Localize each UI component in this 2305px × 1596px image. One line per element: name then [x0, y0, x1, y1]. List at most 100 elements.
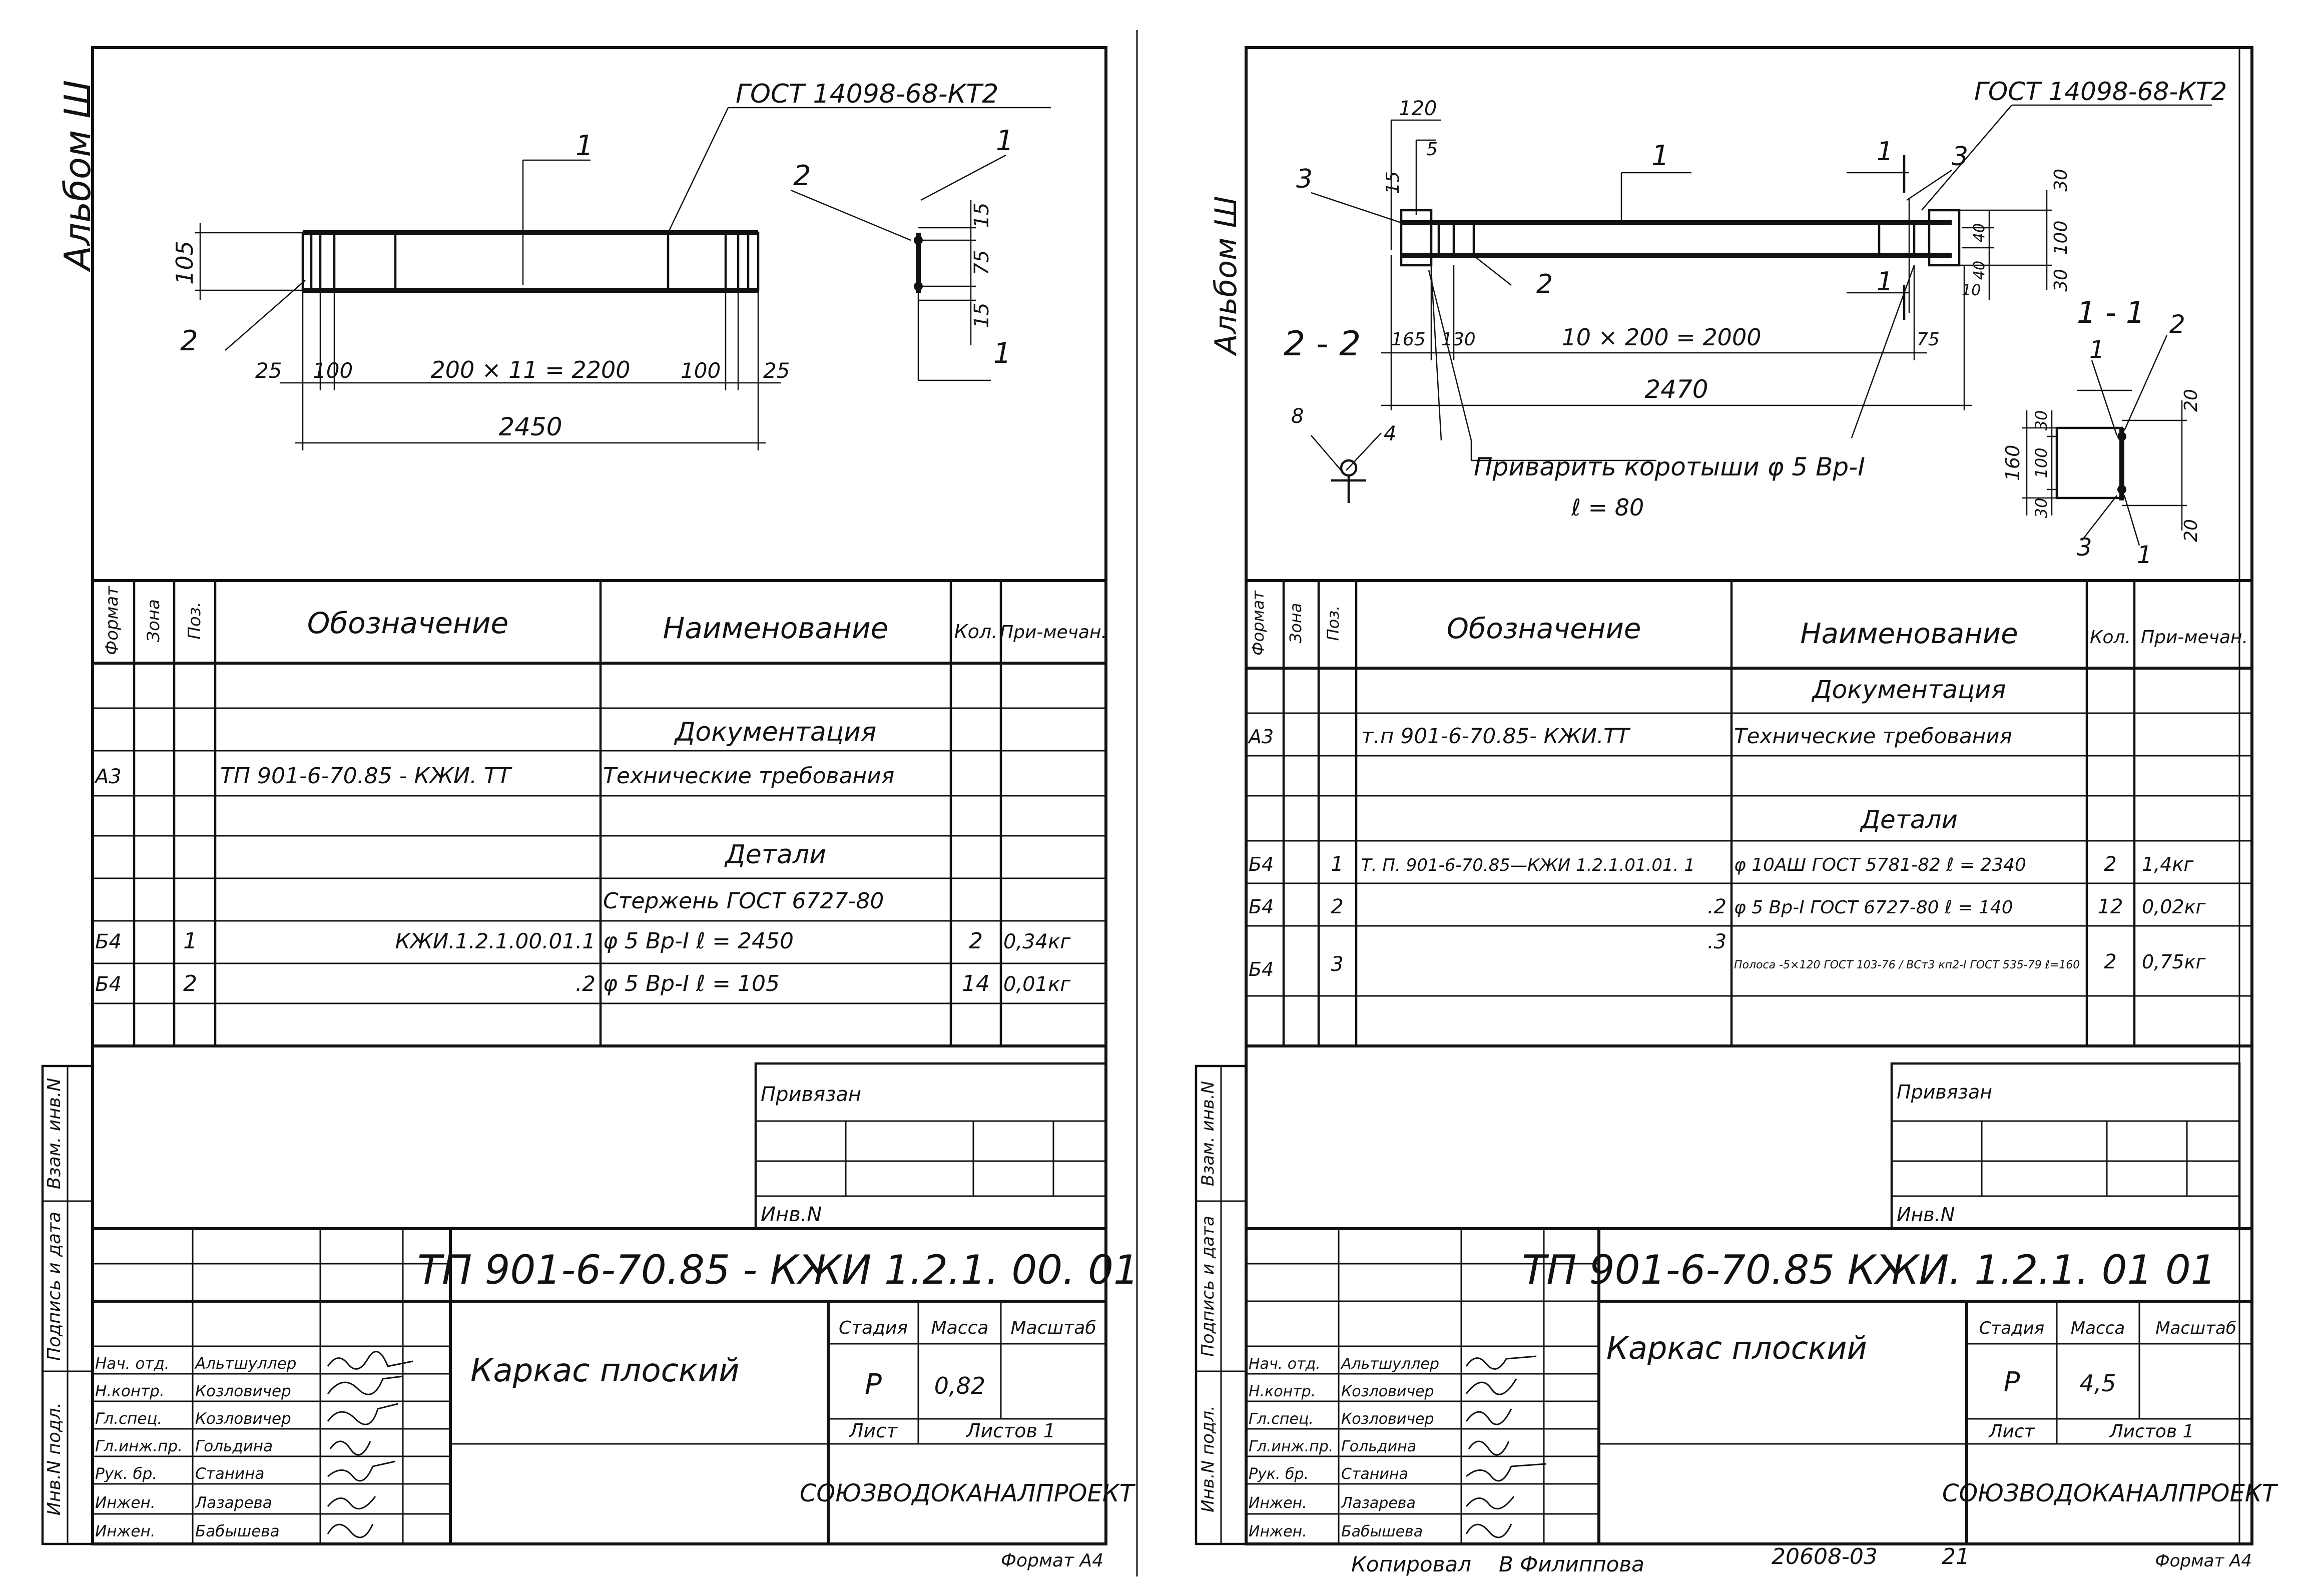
left-row-4-qty: 2: [969, 928, 983, 954]
right-dim-120: 120: [1399, 97, 1437, 120]
left-sheet-label: Лист: [848, 1420, 898, 1442]
left-inv-n: Инв.N: [761, 1203, 822, 1226]
left-gost: ГОСТ 14098-68-КТ2: [736, 79, 998, 109]
right-hdr-note: При-мечан.: [2141, 627, 2248, 648]
left-stage-label: Стадия: [839, 1318, 908, 1338]
right-section-1-1-label: 1 - 1: [2077, 295, 2145, 330]
right-drawing: ГОСТ 14098-68-КТ2 120 5 15 3 1 1 3 2 1 3…: [1284, 77, 2227, 569]
right-dim-8: 8: [1291, 405, 1304, 428]
right-dim-4: 4: [1384, 422, 1396, 445]
right-hdr-zone: Зона: [1286, 603, 1305, 644]
right-s-dim-20a: 20: [2181, 389, 2201, 412]
right-side-label-2: Взам. инв.N: [1198, 1081, 1218, 1186]
right-signer-3-name: Гольдина: [1341, 1438, 1416, 1455]
left-row-4-note: 0,34кг: [1003, 930, 1071, 953]
right-row-1-designation: т.п 901-6-70.85- КЖИ.ТТ: [1361, 724, 1631, 748]
left-dim-mid: 200 × 11 = 2200: [431, 356, 631, 383]
left-dim-25a: 25: [255, 358, 282, 383]
right-dim-40a: 40: [1971, 223, 1988, 242]
right-signer-3-role: Гл.инж.пр.: [1249, 1438, 1333, 1455]
left-row-4-format: Б4: [95, 930, 122, 953]
left-dim-75: 75: [970, 250, 993, 276]
left-sheet: Альбом Ш: [41, 46, 1139, 1571]
left-row-5-name: φ 5 Вр-I ℓ = 105: [603, 971, 780, 996]
right-row-5-pos: 3: [1331, 953, 1343, 976]
left-doc-code: ТП 901-6-70.85 - КЖИ 1.2.1. 00. 01: [417, 1247, 1139, 1293]
right-pos-3a: 3: [1296, 164, 1313, 194]
left-hdr-designation: Обозначение: [307, 606, 508, 640]
left-signer-4-role: Рук. бр.: [95, 1465, 157, 1483]
left-row-1-designation: ТП 901-6-70.85 - КЖИ. ТТ: [220, 763, 512, 789]
right-row-3-note: 1,4кг: [2142, 853, 2194, 875]
footer-number: 20608-03: [1772, 1544, 1878, 1569]
left-org: СОЮЗВОДОКАНАЛПРОЕКТ: [800, 1479, 1136, 1507]
right-signer-2-role: Гл.спец.: [1249, 1410, 1314, 1428]
right-signer-1-role: Н.контр.: [1249, 1383, 1316, 1400]
right-weld-len: ℓ = 80: [1571, 494, 1644, 521]
left-row-5-note: 0,01кг: [1003, 973, 1071, 996]
left-signer-5-name: Лазарева: [195, 1494, 272, 1512]
left-hdr-format: Формат: [102, 586, 122, 655]
right-mass-label: Масса: [2071, 1318, 2125, 1338]
left-dim-25b: 25: [763, 358, 790, 383]
left-row-0-name: Документация: [674, 717, 876, 747]
right-s-pos-1: 1: [2089, 336, 2105, 364]
right-title: Каркас плоский: [1606, 1330, 1867, 1366]
right-row-3-pos: 1: [1331, 853, 1343, 876]
left-spec-rows: Документация А3 ТП 901-6-70.85 - КЖИ. ТТ…: [94, 717, 1071, 996]
right-sheet-label: Лист: [1988, 1421, 2035, 1442]
left-dim-total: 2450: [498, 412, 562, 441]
right-dim-total: 2470: [1644, 375, 1708, 404]
right-sheet: Альбом Ш: [1195, 46, 2278, 1571]
right-stage-label: Стадия: [1979, 1318, 2044, 1338]
left-dim-15a: 15: [970, 203, 993, 228]
right-dim-30a: 30: [2051, 169, 2071, 192]
right-row-4-qty: 12: [2098, 895, 2123, 918]
right-s-dim-100: 100: [2032, 447, 2051, 478]
right-s-pos-1b: 1: [2137, 541, 2152, 569]
left-album-label: Альбом Ш: [57, 80, 99, 272]
right-org: СОЮЗВОДОКАНАЛПРОЕКТ: [1942, 1479, 2278, 1507]
left-signer-2-role: Гл.спец.: [95, 1410, 162, 1428]
copy-footer: Копировал В Филиппова 20608-03 21: [1351, 1544, 1970, 1576]
right-signer-0-role: Нач. отд.: [1249, 1355, 1321, 1373]
right-weld-sketch: [1311, 432, 1382, 503]
right-stage: Р: [2004, 1366, 2020, 1398]
right-signer-6-name: Бабышева: [1341, 1523, 1423, 1540]
left-row-5-qty: 14: [962, 971, 990, 996]
right-dim-mid: 10 × 200 = 2000: [1562, 324, 1762, 351]
left-signer-1-role: Н.контр.: [95, 1382, 165, 1400]
right-s-dim-30a: 30: [2032, 410, 2051, 431]
right-hdr-format: Формат: [1249, 590, 1268, 656]
left-signer-6-role: Инжен.: [95, 1522, 156, 1540]
right-section-2-2: 2 - 2: [1284, 324, 1361, 364]
right-hdr-designation: Обозначение: [1447, 613, 1641, 645]
right-weld-note: Приварить коротыши φ 5 Вр-I: [1474, 452, 1865, 481]
left-spec-table: Формат Зона Поз. Обозначение Наименовани…: [93, 579, 1107, 1047]
right-dim-75: 75: [1917, 329, 1940, 350]
left-sheets-label: Листов 1: [965, 1420, 1055, 1442]
right-row-5-note: 0,75кг: [2142, 951, 2206, 973]
left-side-label-2: Взам. инв.N: [44, 1078, 65, 1189]
right-title-block: ТП 901-6-70.85 КЖИ. 1.2.1. 01 01 Каркас …: [1246, 1227, 2278, 1544]
right-row-3-designation: Т. П. 901-6-70.85—КЖИ 1.2.1.01.01. 1: [1361, 855, 1695, 875]
right-signer-6-role: Инжен.: [1249, 1523, 1307, 1540]
right-row-4-pos: 2: [1331, 895, 1343, 918]
left-signer-2-name: Козловичер: [195, 1410, 291, 1428]
left-frame-outline: [301, 231, 760, 292]
right-mass: 4,5: [2079, 1370, 2116, 1397]
right-row-5-qty: 2: [2104, 950, 2116, 973]
left-title: Каркас плоский: [470, 1352, 740, 1389]
right-dim-40b: 40: [1971, 261, 1988, 280]
right-row-1-name: Технические требования: [1734, 724, 2012, 748]
right-row-2-name: Детали: [1860, 805, 1958, 834]
right-s-dim-30b: 30: [2032, 498, 2051, 518]
right-section-1-1: [2022, 335, 2187, 546]
left-dim-100b: 100: [681, 358, 721, 383]
left-row-3-name: Стержень ГОСТ 6727-80: [603, 888, 884, 914]
right-signer-2-name: Козловичер: [1341, 1410, 1434, 1428]
right-s-dim-20b: 20: [2181, 519, 2201, 542]
right-row-4-name: φ 5 Вр-I ГОСТ 6727-80 ℓ = 140: [1734, 897, 2013, 918]
right-sheets-label: Листов 1: [2109, 1421, 2194, 1442]
right-pos-1a: 1: [1651, 140, 1669, 172]
